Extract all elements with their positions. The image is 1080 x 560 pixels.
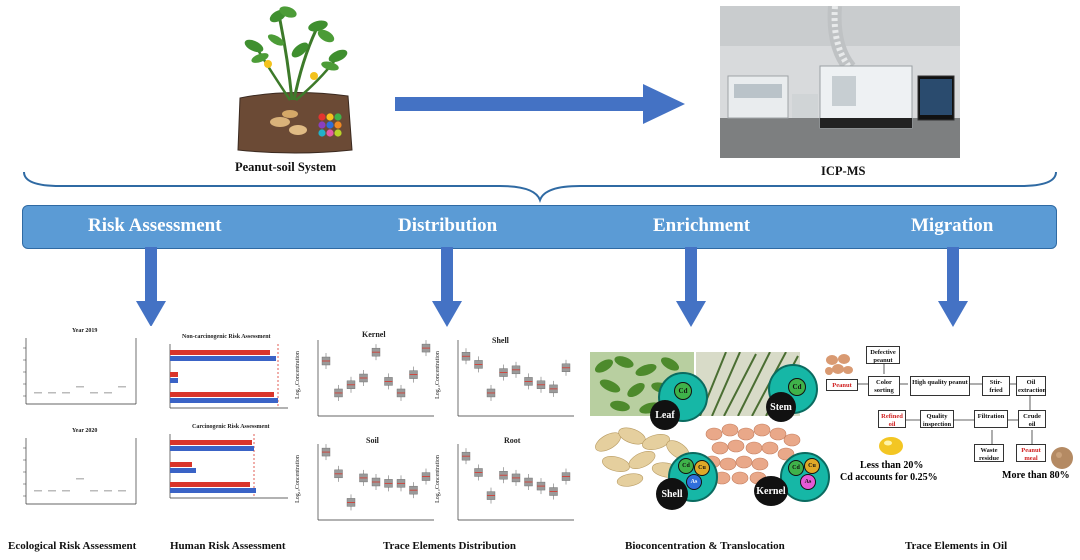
oil-note-left-1: Less than 20% [860, 460, 924, 471]
noncarc-title: Non-carcinogenic Risk Assessment [182, 334, 271, 340]
oil-node-meal: Peanut meal [1016, 444, 1046, 462]
oil-meal-image [1051, 447, 1073, 469]
enrich-kernel-cu: Cu [804, 458, 820, 474]
dist-panel-shell: Shell Log₁₀Concentration [435, 328, 578, 428]
enrich-shell-label: Shell [656, 478, 688, 510]
enrich-shell-as: As [686, 474, 702, 490]
human-risk-caption: Human Risk Assessment [170, 540, 286, 552]
oil-node-waste: Waste residue [974, 444, 1004, 462]
oil-caption: Trace Elements in Oil [905, 540, 1008, 552]
enrich-caption: Bioconcentration & Translocation [625, 540, 785, 552]
oil-node-oilext: Oil extraction [1016, 376, 1046, 396]
peanut-plant-illustration [237, 6, 353, 154]
dist-plot-shell [457, 340, 574, 417]
dist-title-root: Root [504, 436, 521, 445]
enrich-kernel-as: As [800, 474, 816, 490]
process-arrow-icon [395, 84, 685, 124]
oil-node-peanut: Peanut [826, 379, 858, 391]
carc-bar-chart [169, 434, 288, 499]
icp-ms-instrument-photo [720, 6, 960, 158]
oil-node-defective: Defective peanut [866, 346, 900, 364]
down-arrow-enrichment-icon [676, 247, 706, 327]
carc-title: Carcinogenic Risk Assessment [192, 424, 270, 430]
oil-node-refined: Refined oil [878, 410, 906, 428]
down-arrow-migration-icon [938, 247, 968, 327]
eco-title-2019: Year 2019 [72, 328, 98, 334]
banner-risk-assessment: Risk Assessment [88, 215, 222, 236]
oil-note-right: More than 80% [1002, 470, 1070, 481]
enrich-shell-cd: Cd [678, 458, 694, 474]
dist-plot-kernel [317, 340, 434, 417]
oil-node-crude: Crude oil [1018, 410, 1046, 428]
icp-ms-label: ICP-MS [821, 164, 866, 178]
dist-title-soil: Soil [366, 436, 379, 445]
dist-panel-root: Root Log₁₀Concentration [435, 432, 578, 532]
dist-caption: Trace Elements Distribution [383, 540, 517, 552]
eco-risk-panel: Year 2019 Year 2020 [4, 326, 154, 538]
oil-node-high: High quality peanut [910, 376, 970, 396]
eco-plot-2019 [23, 338, 137, 405]
peanut-soil-system-label: Peanut-soil System [235, 160, 337, 174]
enrich-shell-cu: Cu [694, 460, 710, 476]
oil-node-filtration: Filtration [974, 410, 1008, 428]
grouping-brace [23, 171, 1057, 203]
banner-distribution: Distribution [398, 215, 498, 236]
enrich-leaf-cd: Cd [674, 382, 692, 400]
oil-node-quality: Quality inspection [920, 410, 954, 428]
dist-plot-root [457, 444, 574, 521]
enrich-stem-label: Stem [766, 392, 796, 422]
dist-title-kernel: Kernel [362, 330, 386, 339]
eco-plot-2020 [23, 438, 137, 505]
oil-node-stir: Stir-fried [982, 376, 1010, 396]
oil-peanut-image [825, 354, 853, 375]
oil-flow-connectors [858, 360, 1033, 444]
banner-enrichment: Enrichment [653, 215, 751, 236]
enrich-leaf-label: Leaf [650, 400, 680, 430]
human-risk-panel: Non-carcinogenic Risk Assessment Carcino… [160, 330, 295, 538]
banner-migration: Migration [911, 215, 994, 236]
enrich-stem-cd: Cd [788, 378, 806, 396]
category-banner: Risk Assessment Distribution Enrichment … [22, 205, 1057, 249]
down-arrow-distribution-icon [432, 247, 462, 327]
oil-note-left-2: Cd accounts for 0.25% [840, 472, 938, 483]
dist-plot-soil [317, 444, 434, 521]
dist-panel-kernel: Kernel Log₁₀Concentration [295, 328, 438, 428]
eco-risk-caption: Ecological Risk Assessment [8, 540, 137, 552]
dist-title-shell: Shell [492, 336, 509, 345]
oil-node-color: Color sorting [868, 376, 900, 396]
down-arrow-risk-icon [136, 247, 166, 327]
enrich-kernel-label: Kernel [754, 476, 788, 506]
noncarc-bar-chart [169, 344, 288, 409]
oil-droplet-icon [879, 437, 903, 455]
dist-panel-soil: Soil Log₁₀Concentration [295, 432, 438, 532]
enrich-kernel-cd: Cd [788, 460, 804, 476]
eco-title-2020: Year 2020 [72, 428, 98, 434]
